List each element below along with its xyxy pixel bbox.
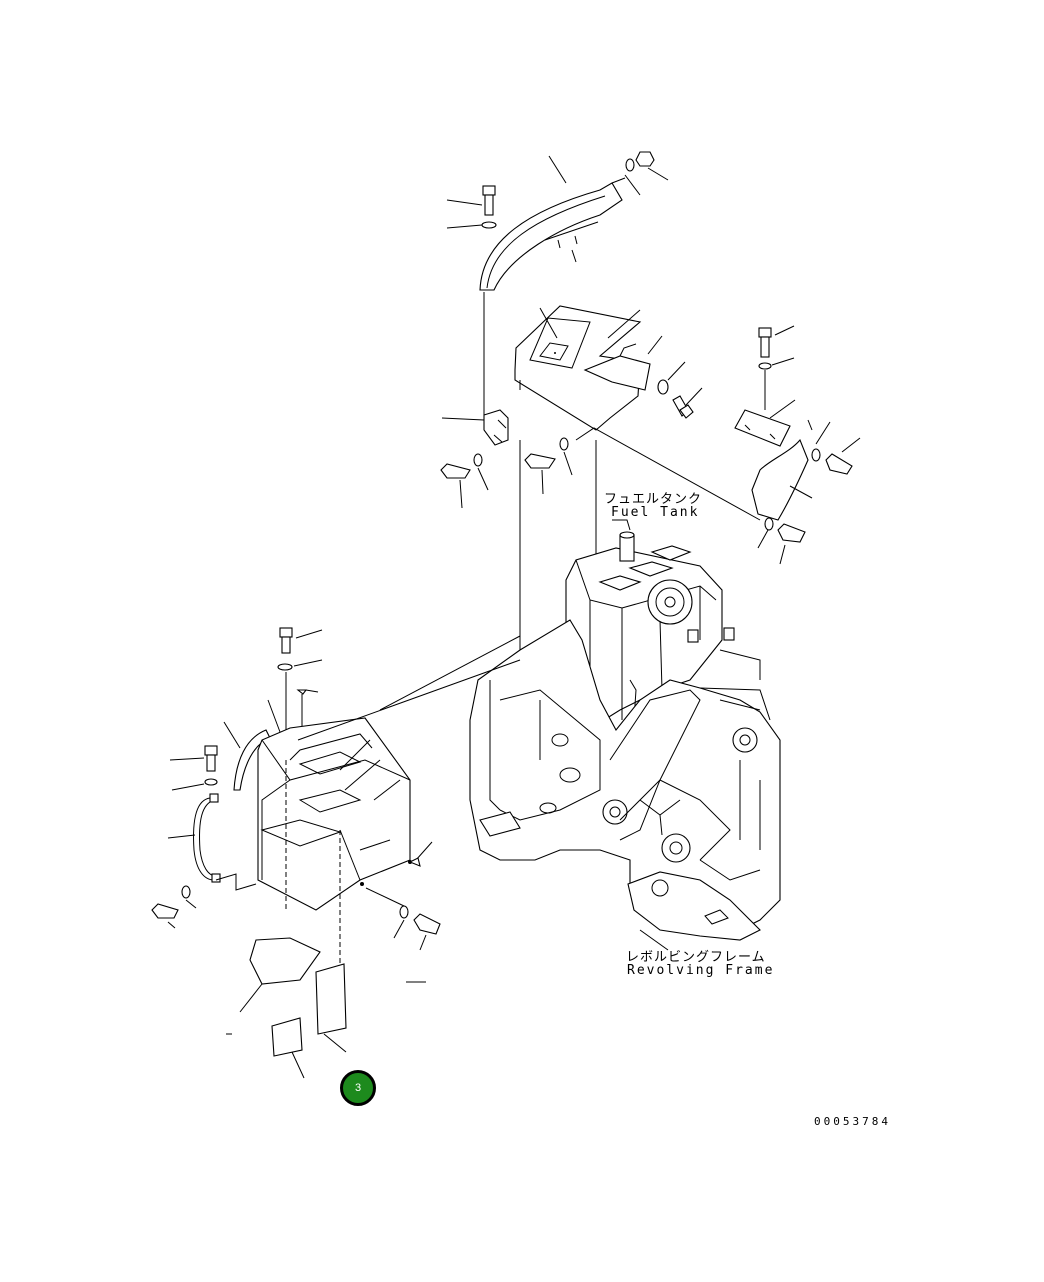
right-side-cover xyxy=(751,438,809,521)
cover-plate xyxy=(271,1017,303,1057)
washer-icon xyxy=(181,885,191,899)
cover-plate xyxy=(583,343,651,391)
side-bracket xyxy=(734,409,791,447)
bolt-icon xyxy=(151,903,179,919)
revolving-frame-label-jp: レボルビングフレーム xyxy=(626,950,766,965)
fuel-tank xyxy=(565,519,735,721)
bolt-icon xyxy=(524,453,556,469)
washer-icon xyxy=(399,905,409,919)
nut-icon xyxy=(635,151,655,167)
washer-icon xyxy=(559,437,569,451)
washer-icon xyxy=(625,158,635,172)
washer-icon xyxy=(481,221,497,229)
bolt-icon xyxy=(413,913,441,935)
fuel-tank-label: Fuel Tank xyxy=(611,505,700,520)
page-number-badge[interactable]: 3 xyxy=(340,1070,376,1106)
bolt-icon xyxy=(825,453,853,475)
counterweight-area xyxy=(627,871,761,941)
tank-flange xyxy=(647,579,693,625)
page-number: 3 xyxy=(354,1082,362,1094)
step-icon xyxy=(479,811,521,837)
drawing-number: 00053784 xyxy=(814,1115,891,1128)
revolving-frame-label: Revolving Frame xyxy=(627,963,775,978)
cover-plate xyxy=(315,963,347,1035)
bolt-icon xyxy=(672,395,694,419)
screw-icon xyxy=(408,857,421,867)
toolbox-step xyxy=(257,717,412,1010)
fuel-tank-label-jp: フュエルタンク xyxy=(604,492,703,507)
washer-icon xyxy=(473,453,483,467)
upper-curved-cover xyxy=(479,177,626,291)
washer-icon xyxy=(811,448,821,462)
bolt-icon xyxy=(758,327,772,358)
fuel-cap xyxy=(619,534,635,562)
washer-icon xyxy=(657,379,669,395)
screw-icon xyxy=(296,689,308,695)
washer-icon xyxy=(204,778,218,786)
washer-icon xyxy=(758,362,772,370)
grab-handle xyxy=(193,793,221,883)
bolt-icon xyxy=(440,463,471,479)
bolt-icon xyxy=(279,627,293,654)
revolving-frame xyxy=(469,619,781,936)
washer-icon xyxy=(277,663,293,671)
bolt-icon xyxy=(482,185,496,216)
floor-mat xyxy=(249,937,321,985)
bolt-icon xyxy=(777,523,806,543)
bolt-icon xyxy=(204,745,218,772)
washer-icon xyxy=(764,517,774,531)
mounting-bracket xyxy=(483,409,509,446)
